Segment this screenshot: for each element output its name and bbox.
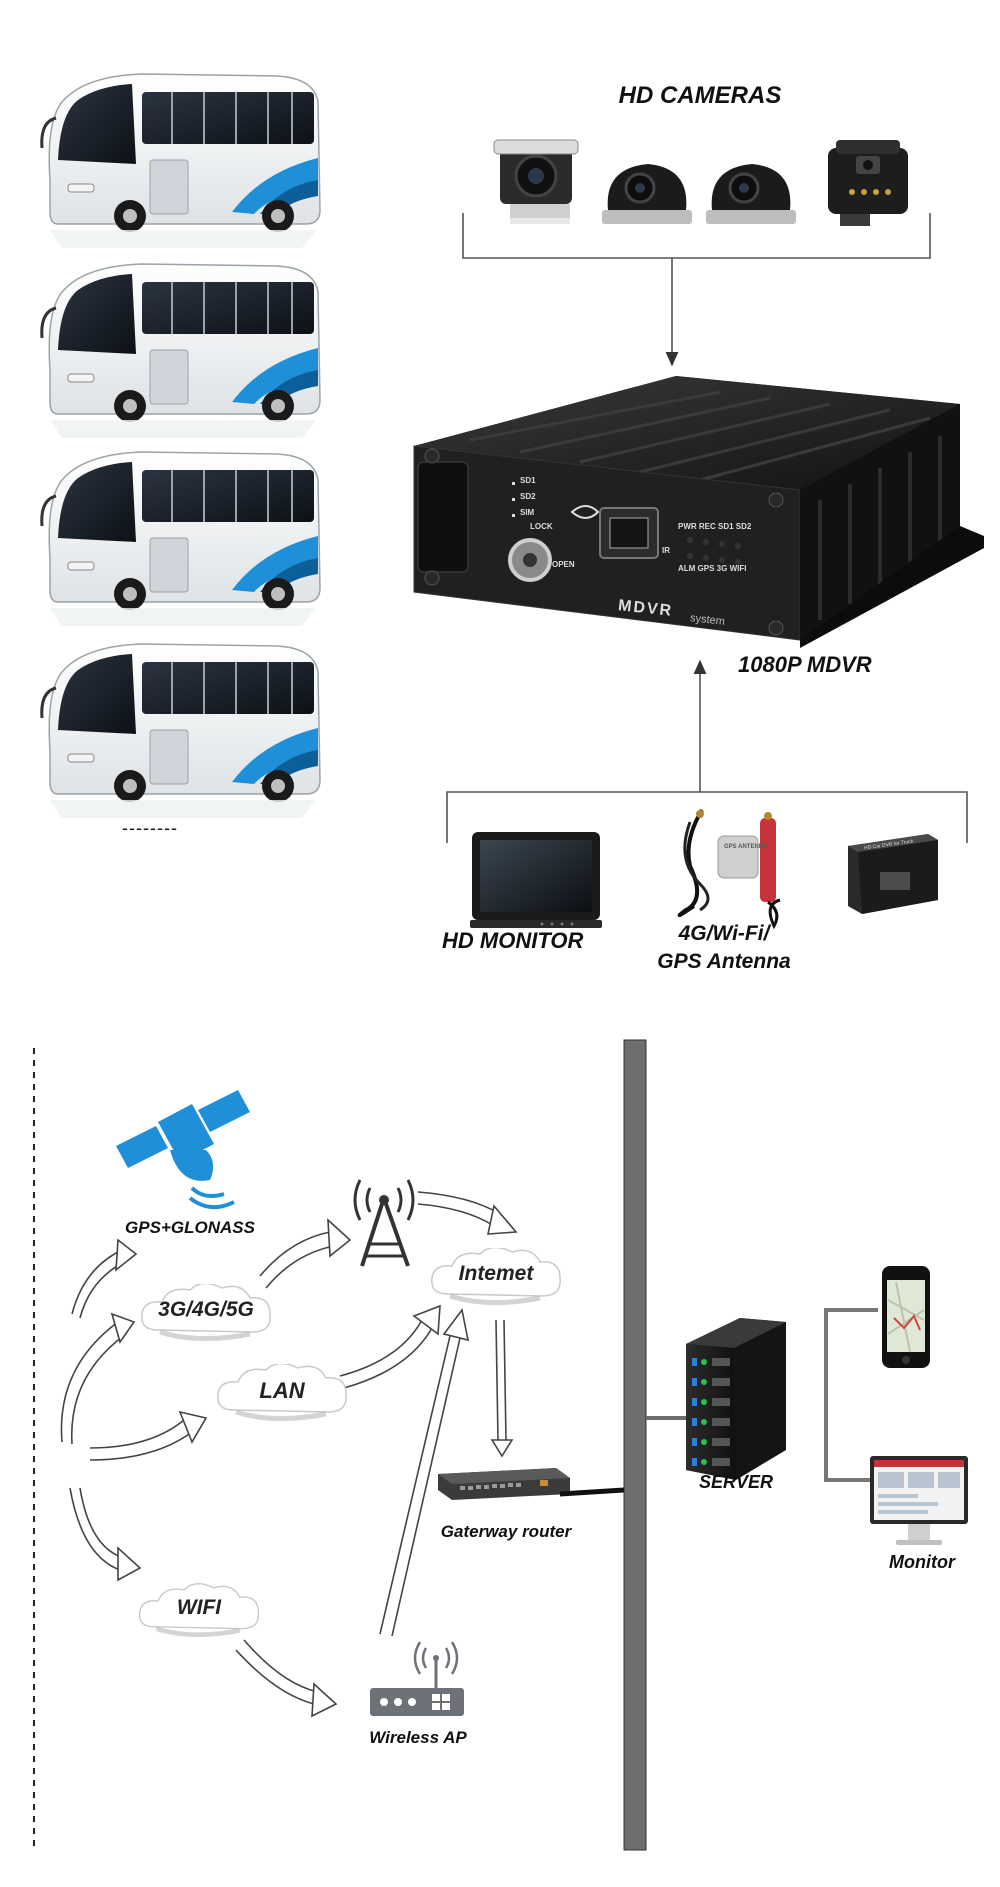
mdvr-ir-label: IR — [662, 546, 670, 555]
antenna-icon — [677, 808, 781, 930]
client-link — [824, 1308, 880, 1482]
more-vehicles-ellipsis: -------- — [122, 818, 178, 838]
cube-camera-icon — [828, 140, 908, 226]
mdvr-lock-label: LOCK — [530, 522, 553, 531]
antenna-label-line1: 4G/Wi-Fi/ — [678, 922, 770, 945]
internet-label: Intemet — [458, 1262, 534, 1285]
mdvr-open-label: OPEN — [552, 560, 575, 569]
router-label: Gaterway router — [440, 1522, 572, 1541]
antenna-label-line2: GPS Antenna — [657, 950, 791, 973]
lan-label: LAN — [259, 1378, 305, 1403]
connection-arrows — [60, 1191, 518, 1718]
bus-image-4 — [40, 642, 322, 820]
satellite-icon — [116, 1090, 250, 1210]
wireless-ap-icon — [370, 1641, 464, 1716]
accessory-bracket — [446, 791, 968, 843]
cellular-cloud: 3G/4G/5G — [138, 1284, 274, 1344]
desktop-monitor-icon — [870, 1456, 968, 1545]
cell-tower-icon — [353, 1179, 415, 1267]
wireless-ap-label: Wireless AP — [369, 1728, 467, 1747]
mdvr-slot-sd2: SD2 — [520, 492, 536, 501]
mdvr-label: 1080P MDVR — [738, 652, 872, 677]
bus-image-3 — [40, 450, 322, 628]
product-box-icon — [848, 834, 938, 914]
cameras-title: HD CAMERAS — [618, 82, 782, 109]
mdvr-slot-sim: SIM — [520, 508, 535, 517]
dome-camera-icon-2 — [706, 164, 796, 224]
network-backbone — [623, 1039, 647, 1851]
dome-camera-icon-1 — [602, 164, 692, 224]
hd-monitor-icon — [470, 832, 602, 928]
antenna-gps-tag: GPS ANTENNA — [724, 844, 768, 850]
internet-cloud: Intemet — [428, 1248, 564, 1308]
mdvr-led-bottom: ALM GPS 3G WIFI — [678, 564, 747, 573]
bus-image-1 — [40, 72, 322, 250]
lan-cloud: LAN — [214, 1364, 350, 1424]
mdvr-device-icon — [413, 376, 984, 648]
gps-label: GPS+GLONASS — [125, 1218, 255, 1237]
hd-monitor-label: HD MONITOR — [442, 928, 584, 953]
gateway-router-icon — [438, 1468, 570, 1500]
wifi-label: WIFI — [176, 1596, 222, 1619]
wifi-cloud: WIFI — [136, 1582, 262, 1642]
smartphone-icon — [882, 1266, 930, 1368]
server-rack-icon — [686, 1318, 786, 1480]
bus-image-2 — [40, 262, 322, 440]
monitor-label: Monitor — [889, 1552, 955, 1572]
router-link — [559, 1487, 625, 1497]
mdvr-slot-sd1: SD1 — [520, 476, 536, 485]
cellular-label: 3G/4G/5G — [158, 1298, 254, 1321]
server-label: SERVER — [698, 1472, 774, 1492]
mdvr-led-top: PWR REC SD1 SD2 — [678, 522, 752, 531]
camera-bracket — [462, 213, 931, 367]
bullet-camera-icon — [493, 139, 579, 224]
